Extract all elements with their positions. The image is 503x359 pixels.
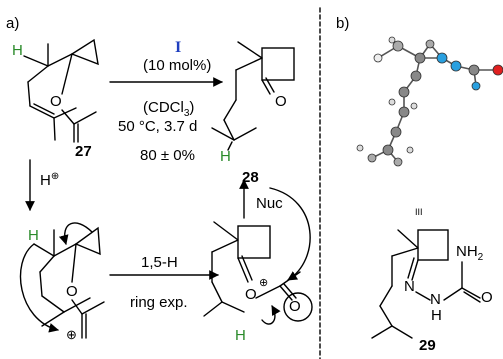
atom-h-28: H bbox=[220, 148, 231, 165]
triple-bond-label: III bbox=[415, 207, 423, 217]
atom-n-29-b: N bbox=[430, 291, 441, 308]
nuc-label: Nuc bbox=[256, 195, 283, 212]
conditions-label: 50 °C, 3.7 d bbox=[118, 118, 198, 135]
atom-o-intermediate-right-b: O bbox=[289, 298, 301, 315]
intermediate-right-structure bbox=[203, 187, 313, 325]
atom-h-intermediate-left: H bbox=[28, 227, 39, 244]
panel-b-label: b) bbox=[336, 15, 350, 32]
compound-27-label: 27 bbox=[75, 143, 92, 160]
compound-27-structure bbox=[23, 38, 99, 143]
catalyst-loading: (10 mol%) bbox=[143, 57, 212, 74]
atom-o-27-ester: O bbox=[50, 93, 62, 110]
atom-h-29: H bbox=[431, 307, 442, 324]
shift-label: 1,5-H bbox=[141, 254, 178, 271]
plus-charge-left: ⊕ bbox=[66, 327, 77, 342]
catalyst-label: I bbox=[175, 39, 182, 56]
compound-28-structure bbox=[211, 41, 295, 151]
ring-exp-label: ring exp. bbox=[130, 294, 188, 311]
atom-n-29-a: N bbox=[404, 278, 415, 295]
atom-nh2-29: NH2 bbox=[456, 243, 484, 263]
compound-29-structure bbox=[371, 229, 481, 339]
yield-label: 80 ± 0% bbox=[140, 147, 195, 164]
atom-h-27: H bbox=[12, 42, 23, 59]
plus-charge-right: ⊕ bbox=[259, 277, 269, 289]
intermediate-left-structure bbox=[19, 222, 105, 339]
atom-h-intermediate-right: H bbox=[235, 327, 246, 344]
atom-o-intermediate-right-a: O bbox=[245, 286, 257, 303]
solvent-label: (CDCl3) bbox=[143, 99, 195, 119]
atom-o-29: O bbox=[481, 289, 493, 306]
panel-a-label: a) bbox=[6, 15, 20, 32]
crystal-atoms bbox=[356, 36, 503, 167]
proton-label: H⊕ bbox=[40, 171, 60, 189]
atom-o-intermediate-left: O bbox=[66, 283, 78, 300]
atom-o-28: O bbox=[275, 93, 287, 110]
compound-29-label: 29 bbox=[419, 337, 436, 354]
